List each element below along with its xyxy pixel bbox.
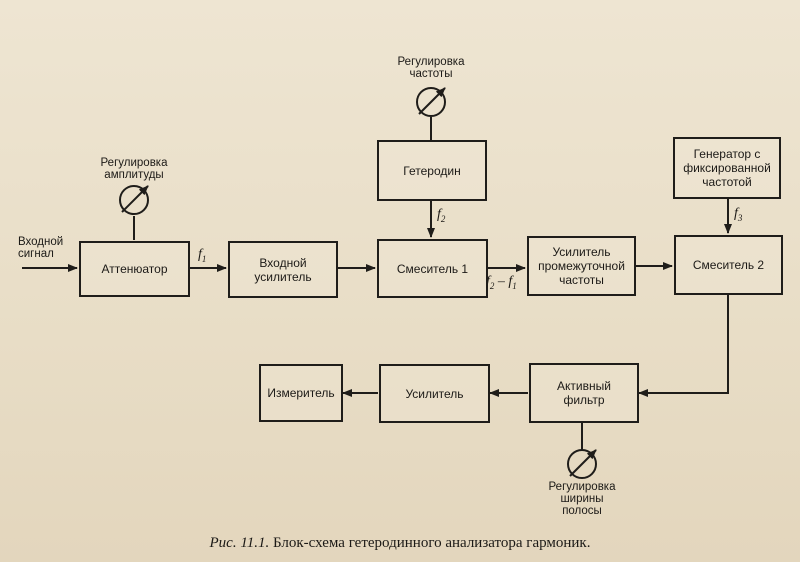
attenuator-block: Аттенюатор (79, 241, 190, 297)
fixed-generator-label-3: частотой (702, 175, 752, 189)
input-signal-label-2: сигнал (18, 248, 54, 260)
active-filter-label-1: Активный (557, 379, 611, 393)
input-signal-label-1: Входной (18, 236, 64, 248)
if-amplifier-label-1: Усилитель (552, 245, 611, 259)
meter-label: Измеритель (267, 386, 335, 400)
input-signal-label: Входной сигнал (18, 236, 76, 260)
mixer2-label: Смеситель 2 (692, 258, 765, 272)
amplitude-adjust-label: Регулировка амплитуды (84, 157, 184, 181)
signal-f2-minus-f1: f2 – f1 (486, 274, 517, 291)
amplitude-regulator-icon (119, 185, 149, 215)
amplifier-block: Усилитель (379, 364, 490, 423)
frequency-adjust-label: Регулировка частоты (381, 56, 481, 80)
mixer1-label: Смеситель 1 (396, 261, 469, 276)
signal-f2: f2 (437, 207, 446, 224)
input-amplifier-label-2: усилитель (254, 269, 312, 284)
input-amplifier-label-1: Входной (259, 255, 307, 270)
bandwidth-adjust-label-3: полосы (562, 505, 602, 517)
if-amplifier-label-2: промежуточной (538, 259, 625, 273)
bandwidth-regulator-icon (567, 449, 597, 479)
heterodyne-label: Гетеродин (403, 163, 461, 178)
fixed-generator-label-2: фиксированной (683, 161, 771, 175)
frequency-regulator-icon (416, 87, 446, 117)
signal-f1: f1 (198, 247, 207, 264)
input-amplifier-block: Входной усилитель (228, 241, 338, 298)
arrow-mixer2-to-filter (638, 295, 729, 397)
active-filter-block: Активный фильтр (529, 363, 639, 423)
figure-title: Блок-схема гетеродинного анализатора гар… (269, 535, 591, 551)
bandwidth-adjust-label-2: ширины (560, 493, 604, 505)
fixed-generator-block: Генератор с фиксированной частотой (673, 137, 781, 199)
amplitude-adjust-label-1: Регулировка (100, 157, 168, 169)
amplifier-label: Усилитель (405, 386, 464, 401)
bandwidth-adjust-label-1: Регулировка (548, 481, 616, 493)
attenuator-label: Аттенюатор (101, 262, 168, 276)
amplitude-adjust-label-2: амплитуды (104, 169, 164, 181)
fixed-generator-label-1: Генератор с (693, 147, 761, 161)
if-amplifier-block: Усилитель промежуточной частоты (527, 236, 636, 296)
mixer1-block: Смеситель 1 (377, 239, 488, 298)
bandwidth-adjust-label: Регулировка ширины полосы (530, 481, 634, 517)
figure-caption: Рис. 11.1. Блок-схема гетеродинного анал… (0, 535, 800, 552)
heterodyne-block: Гетеродин (377, 140, 487, 201)
if-amplifier-label-3: частоты (559, 273, 604, 287)
frequency-adjust-label-2: частоты (409, 68, 453, 80)
figure-number: Рис. 11.1. (209, 535, 270, 551)
meter-block: Измеритель (259, 364, 343, 422)
active-filter-label-2: фильтр (563, 393, 605, 407)
frequency-adjust-label-1: Регулировка (397, 56, 465, 68)
mixer2-block: Смеситель 2 (674, 235, 783, 295)
signal-f3: f3 (734, 206, 743, 223)
